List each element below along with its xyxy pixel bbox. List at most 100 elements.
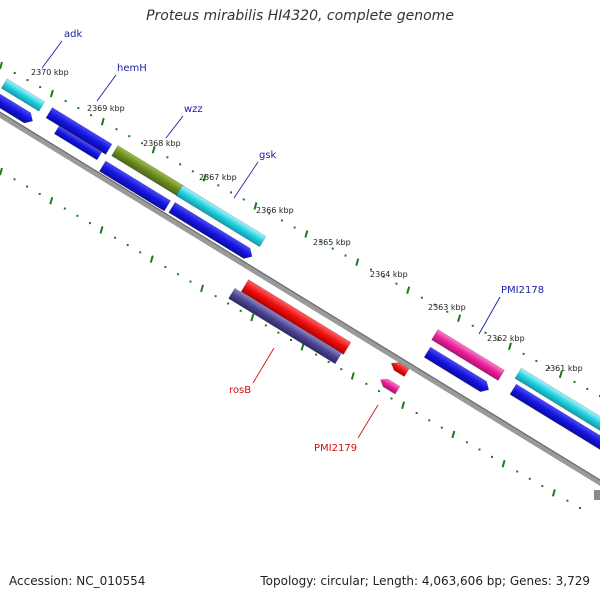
tick-minor: [189, 280, 192, 283]
tick-minor: [465, 441, 468, 444]
map-title: Proteus mirabilis HI4320, complete genom…: [146, 8, 454, 24]
tick-minor: [446, 310, 449, 313]
tick-minor: [63, 207, 66, 210]
gene-label-gsk[interactable]: gsk: [259, 150, 277, 161]
tick-minor: [340, 368, 343, 371]
gene-red-small-shape: [390, 362, 410, 377]
tick-minor: [268, 212, 271, 215]
tick-minor: [115, 128, 118, 131]
kbp-labels: 2370 kbp 2369 kbp 2368 kbp 2367 kbp 2366…: [31, 68, 583, 373]
leader-line: [165, 115, 184, 139]
tick-minor: [491, 455, 494, 458]
tick-minor: [390, 397, 393, 400]
tick-minor: [277, 331, 280, 334]
tick-minor: [38, 192, 41, 195]
genome-summary-text: Topology: circular; Length: 4,063,606 bp…: [260, 574, 590, 588]
gene-label-PMI2178[interactable]: PMI2178: [501, 285, 544, 296]
gene-blue-5: [423, 346, 490, 393]
tick-major: [0, 167, 3, 176]
tick-minor: [166, 156, 169, 159]
tick-major: [355, 258, 360, 266]
tick-major: [151, 145, 156, 154]
gene-PMI2179-shape: [380, 378, 401, 395]
tick-minor: [128, 135, 131, 138]
tick-minor: [415, 412, 418, 415]
kbp-label: 2368 kbp: [143, 139, 181, 148]
gene-hemH-shape: [45, 107, 113, 155]
gene-adk-shape: [0, 78, 46, 112]
tick-major: [350, 372, 355, 380]
genome-backbone: [0, 111, 600, 486]
gene-blue-2b-shape: [53, 125, 103, 161]
tick-minor: [541, 485, 544, 488]
gene-blue-4-shape: [168, 201, 253, 259]
tick-minor: [548, 366, 551, 369]
gene-edge-gray: [594, 490, 600, 500]
tick-major: [406, 286, 411, 294]
kbp-label: 2364 kbp: [370, 270, 408, 279]
tick-minor: [440, 426, 443, 429]
gene-rosB: [228, 287, 342, 365]
tick-minor: [395, 282, 398, 285]
tick-major: [100, 117, 105, 126]
tick-minor: [319, 240, 322, 243]
backbone-line: [0, 112, 600, 486]
gene-label-adk[interactable]: adk: [64, 29, 82, 40]
gene-rosB-shape: [228, 287, 342, 365]
tick-major: [250, 313, 255, 322]
tick-major: [304, 230, 309, 238]
tick-minor: [64, 100, 67, 103]
gene-blue-6-shape: [509, 383, 600, 453]
tick-minor: [77, 107, 80, 110]
tick-minor: [382, 275, 385, 278]
tick-minor: [76, 214, 79, 217]
kbp-label: 2370 kbp: [31, 68, 69, 77]
tick-minor: [90, 114, 93, 117]
tick-minor: [365, 382, 368, 385]
gene-PMI2178: [431, 329, 505, 381]
gene-blue-2b: [53, 125, 103, 161]
tick-minor: [471, 324, 474, 327]
gene-red: [240, 279, 352, 355]
tick-minor: [140, 142, 143, 145]
tick-minor: [114, 236, 117, 239]
tick-minor: [39, 86, 42, 89]
tick-minor: [242, 198, 245, 201]
tick-minor: [369, 268, 372, 271]
gene-gsk-shape: [175, 184, 267, 248]
gene-label-hemH[interactable]: hemH: [117, 63, 147, 74]
kbp-label: 2365 kbp: [313, 238, 351, 247]
tick-minor: [428, 419, 431, 422]
gene-labels: adk hemH wzz gsk PMI2178 rosB PMI2179: [64, 29, 544, 454]
leader-line: [357, 404, 379, 439]
tick-minor: [290, 339, 292, 341]
kbp-label: 2366 kbp: [256, 206, 294, 215]
gene-features: [0, 78, 600, 500]
tick-minor: [573, 380, 576, 383]
tick-minor: [88, 222, 91, 225]
gene-PMI2178-shape: [431, 329, 505, 381]
tick-minor: [484, 331, 487, 334]
gene-label-PMI2179[interactable]: PMI2179: [314, 443, 357, 454]
tick-minor: [280, 219, 283, 222]
tick-minor: [176, 273, 179, 276]
leader-line: [252, 347, 275, 384]
tick-minor: [139, 251, 142, 254]
tick-minor: [239, 309, 242, 312]
tick-major: [149, 255, 154, 263]
leader-line: [96, 74, 117, 102]
backbone-edge: [0, 111, 600, 481]
tick-major: [0, 61, 3, 70]
gene-gsk: [175, 184, 267, 248]
leader-line: [233, 161, 259, 199]
tick-minor: [528, 477, 531, 480]
tick-major: [253, 202, 258, 210]
gene-blue-1-shape: [0, 91, 33, 124]
gene-label-rosB[interactable]: rosB: [229, 385, 251, 396]
gene-adk: [0, 78, 46, 112]
tick-major: [202, 174, 207, 182]
tick-major: [551, 489, 556, 497]
gene-label-wzz[interactable]: wzz: [184, 104, 203, 115]
tick-minor: [164, 265, 167, 268]
